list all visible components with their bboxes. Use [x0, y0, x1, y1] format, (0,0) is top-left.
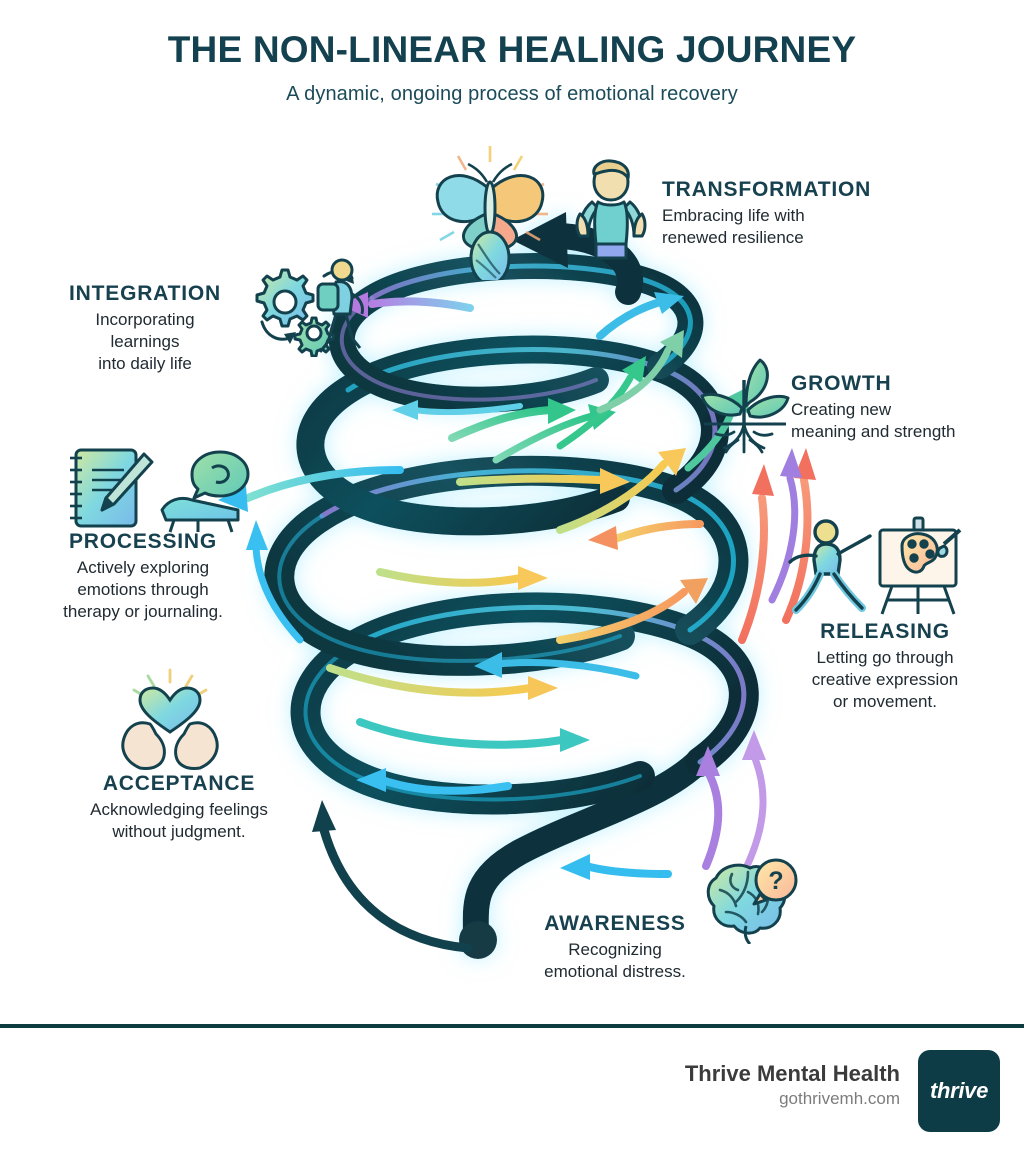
footer-brand-block: Thrive Mental Health gothrivemh.com [685, 1061, 900, 1109]
stage-desc-acceptance: Acknowledging feelings without judgment. [90, 800, 268, 842]
page-title: THE NON-LINEAR HEALING JOURNEY [167, 29, 857, 70]
page-subtitle: A dynamic, ongoing process of emotional … [286, 82, 738, 105]
stage-growth: GROWTH Creating new meaning and strength [791, 372, 955, 443]
stage-desc-processing: Actively exploring emotions through ther… [63, 558, 223, 622]
stage-title-acceptance: ACCEPTANCE [102, 772, 256, 795]
butterfly-icon [420, 140, 560, 286]
sprout-roots-icon [694, 352, 794, 456]
logo-wordmark: thrive [929, 1078, 989, 1103]
header: THE NON-LINEAR HEALING JOURNEY A dynamic… [0, 29, 1024, 106]
walking-person-icon [306, 258, 366, 358]
stage-releasing: RELEASING Letting go through creative ex… [760, 620, 1010, 713]
stage-desc-integration: Incorporating learnings into daily life [95, 310, 195, 374]
hands-heart-icon [112, 668, 228, 772]
stage-acceptance: ACCEPTANCE Acknowledging feelings withou… [34, 772, 324, 843]
stage-processing: PROCESSING Actively exploring emotions t… [18, 530, 268, 623]
chrysalis-icon [469, 230, 511, 286]
stage-title-integration: INTEGRATION [69, 282, 221, 305]
brand-name: Thrive Mental Health [684, 1061, 900, 1086]
spiral-start-dot [459, 921, 497, 959]
stage-awareness: AWARENESS Recognizing emotional distress… [500, 912, 730, 983]
thrive-logo: thrive [918, 1050, 1000, 1132]
stage-desc-releasing: Letting go through creative expression o… [811, 648, 959, 712]
stage-title-awareness: AWARENESS [544, 912, 686, 935]
flexing-person-icon [556, 158, 666, 268]
stage-title-transformation: TRANSFORMATION [662, 178, 872, 201]
journal-pencil-icon [62, 442, 158, 534]
stage-title-processing: PROCESSING [68, 530, 218, 553]
brain-question-icon: ? [704, 858, 800, 946]
dancing-person-icon [786, 518, 878, 616]
stage-title-growth: GROWTH [791, 372, 892, 395]
stage-transformation: TRANSFORMATION Embracing life with renew… [662, 178, 871, 249]
stage-integration: INTEGRATION Incorporating learnings into… [40, 282, 250, 375]
easel-palette-icon [872, 516, 964, 616]
stage-title-releasing: RELEASING [820, 620, 950, 643]
footer: Thrive Mental Health gothrivemh.com thri… [0, 1028, 1024, 1154]
brand-url[interactable]: gothrivemh.com [779, 1089, 900, 1109]
therapy-couch-icon [158, 448, 254, 534]
footer-divider [0, 1024, 1024, 1028]
stage-desc-growth: Creating new meaning and strength [791, 400, 956, 442]
stage-desc-transformation: Embracing life with renewed resilience [662, 206, 805, 248]
svg-text:?: ? [768, 867, 783, 895]
stage-desc-awareness: Recognizing emotional distress. [544, 940, 686, 982]
